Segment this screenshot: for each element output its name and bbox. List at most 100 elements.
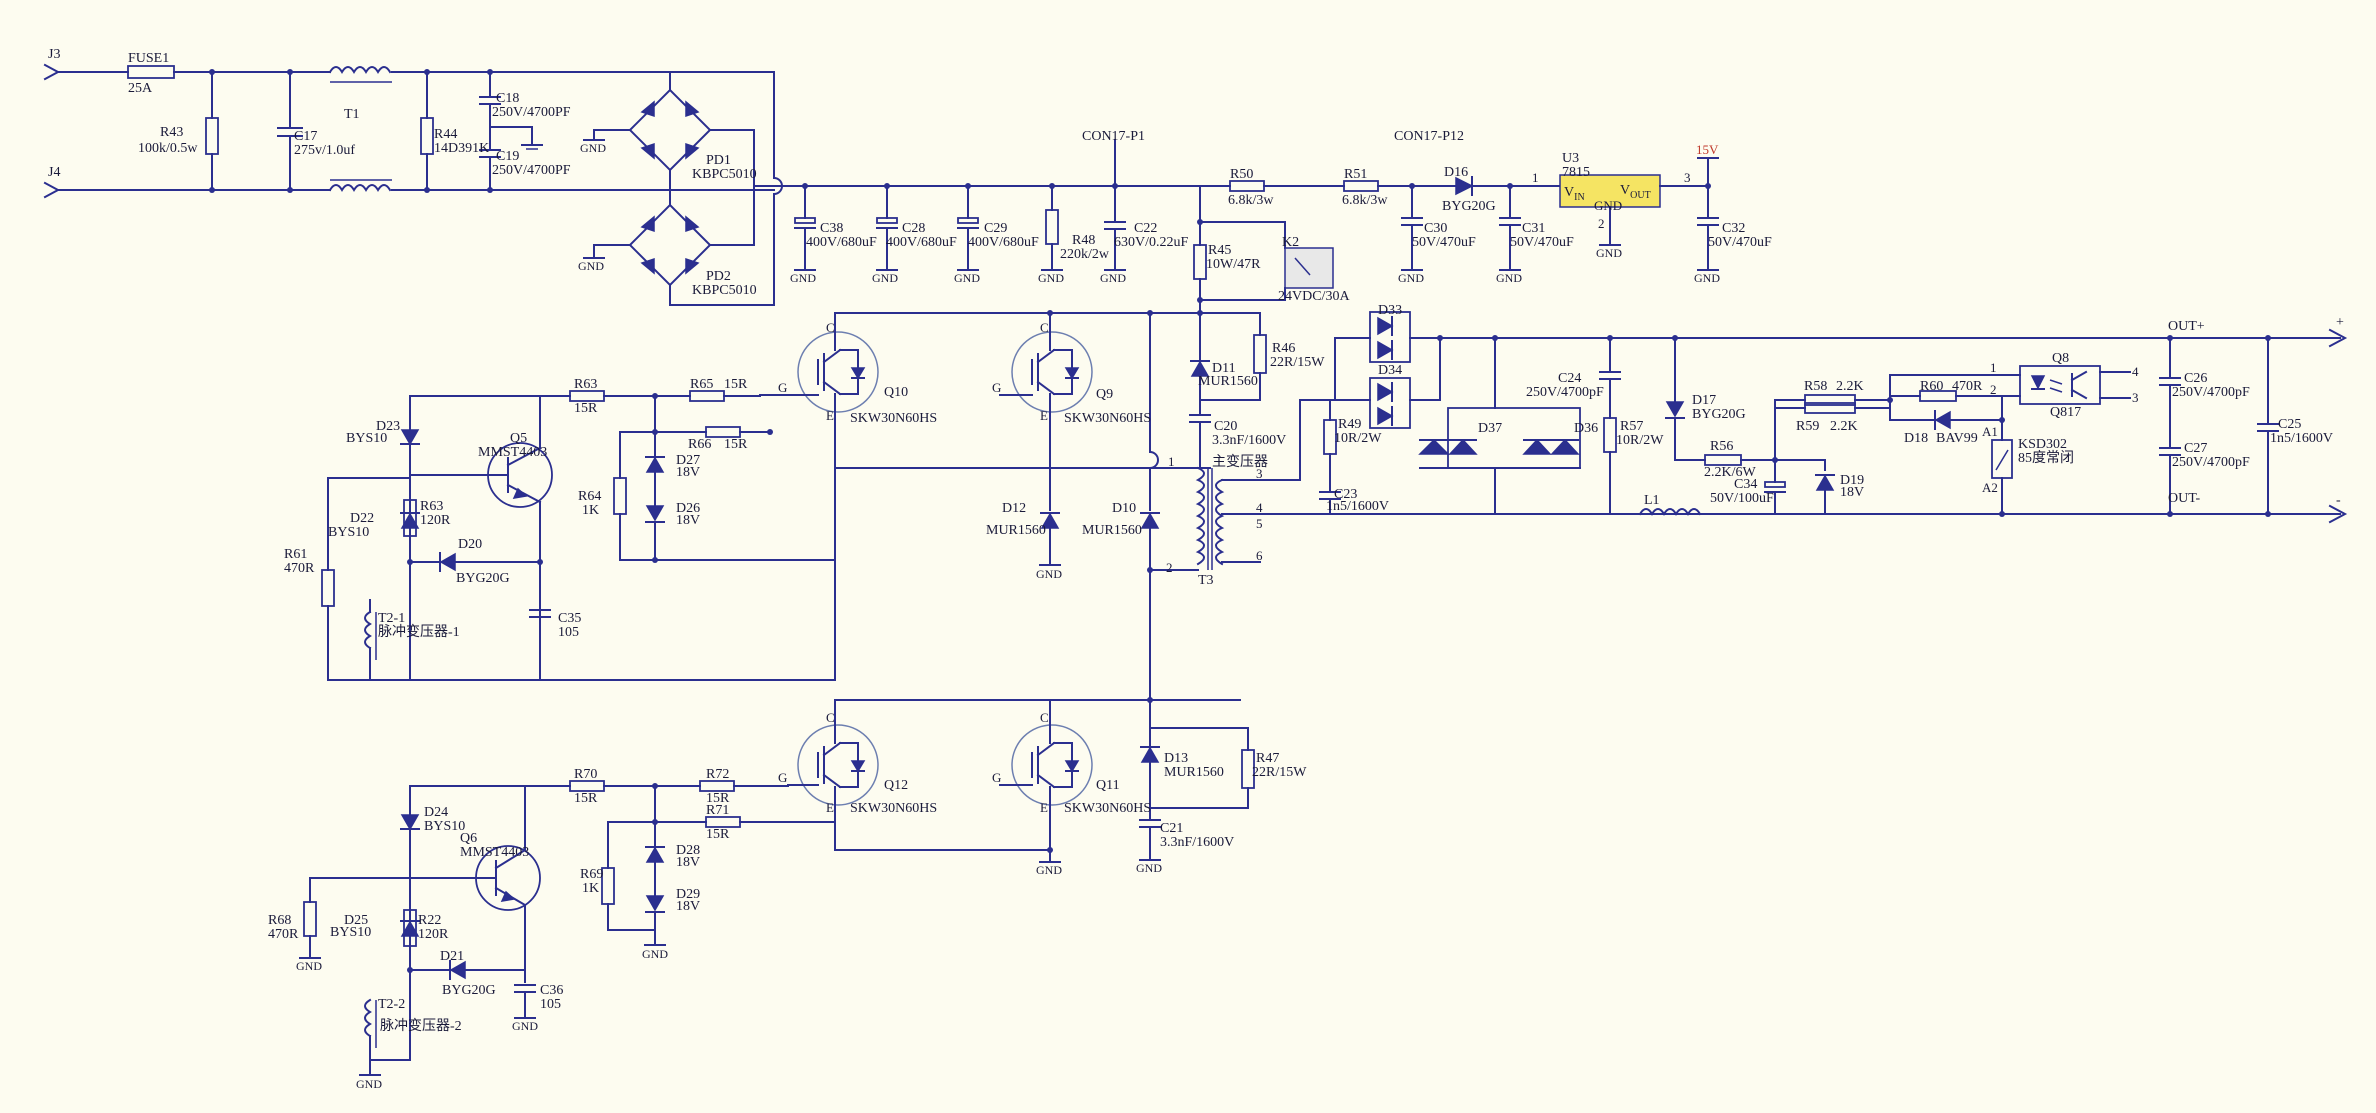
q9-value: SKW30N60HS bbox=[1064, 411, 1151, 426]
c26-ref: C26 bbox=[2184, 371, 2207, 386]
out-plus-label: OUT+ bbox=[2168, 319, 2205, 334]
d10-ref: D10 bbox=[1112, 501, 1136, 516]
q10-ref: Q10 bbox=[884, 385, 908, 400]
c32-value: 50V/470uF bbox=[1708, 235, 1772, 250]
t3-pin4: 4 bbox=[1256, 500, 1263, 515]
dc-bus-section bbox=[753, 139, 1719, 331]
d26-ref: D26 bbox=[676, 501, 700, 516]
q9-c-label: C bbox=[1040, 320, 1049, 335]
r51-value: 6.8k/3w bbox=[1342, 193, 1388, 208]
c21-value: 3.3nF/1600V bbox=[1160, 835, 1234, 850]
r47-ref: R47 bbox=[1256, 751, 1279, 766]
r56-value: 2.2K/6W bbox=[1704, 465, 1757, 480]
q9-e-label: E bbox=[1040, 408, 1048, 423]
t21-ref: T2-1 bbox=[378, 611, 405, 626]
pd1-bridge bbox=[583, 71, 755, 191]
d28-value: 18V bbox=[676, 855, 700, 870]
q8-ref: Q8 bbox=[2052, 351, 2069, 366]
c28-value: 400V/680uF bbox=[886, 235, 957, 250]
r45-value: 10W/47R bbox=[1206, 257, 1261, 272]
c17-ref: C17 bbox=[294, 129, 317, 144]
gnd-label: GND bbox=[1100, 271, 1126, 285]
c24-ref: C24 bbox=[1558, 371, 1581, 386]
q11-ref: Q11 bbox=[1096, 778, 1120, 793]
ksd-value: 85度常闭 bbox=[2018, 450, 2074, 466]
r48-value: 220k/2w bbox=[1060, 247, 1110, 262]
d36-ref: D36 bbox=[1574, 421, 1598, 436]
r69-value: 1K bbox=[582, 881, 599, 896]
d26-value: 18V bbox=[676, 513, 700, 528]
r43-resistor bbox=[205, 117, 219, 155]
t3-name: 主变压器 bbox=[1212, 454, 1268, 470]
c22-value: 630V/0.22uF bbox=[1114, 235, 1189, 250]
vin-label: VIN bbox=[1564, 185, 1585, 203]
t3-pin5: 5 bbox=[1256, 516, 1263, 531]
q11-g-label: G bbox=[992, 770, 1001, 785]
vout-label: VOUT bbox=[1620, 183, 1651, 201]
d33-ref: D33 bbox=[1378, 303, 1402, 318]
d23-ref: D23 bbox=[376, 419, 400, 434]
q12-igbt bbox=[787, 699, 879, 851]
c29-ref: C29 bbox=[984, 221, 1007, 236]
d27-ref: D27 bbox=[676, 453, 700, 468]
q12-ref: Q12 bbox=[884, 778, 908, 793]
r48-ref: R48 bbox=[1072, 233, 1095, 248]
q12-value: SKW30N60HS bbox=[850, 801, 937, 816]
reg-gnd-label: GND bbox=[1594, 198, 1622, 213]
r64-ref: R64 bbox=[578, 489, 601, 504]
r22-value: 120R bbox=[418, 927, 449, 942]
c18-ref: C18 bbox=[496, 91, 519, 106]
c27-value: 250V/4700pF bbox=[2172, 455, 2250, 470]
q8-optocoupler bbox=[2001, 365, 2131, 405]
d24-ref: D24 bbox=[424, 805, 448, 820]
fuse-value: 25A bbox=[128, 81, 153, 96]
r63a-ref: R63 bbox=[574, 377, 597, 392]
c22-ref: C22 bbox=[1134, 221, 1157, 236]
d27-value: 18V bbox=[676, 465, 700, 480]
r65-ref: R65 bbox=[690, 377, 713, 392]
r44-ref: R44 bbox=[434, 127, 457, 142]
q9-g-label: G bbox=[992, 380, 1001, 395]
r68-ref: R68 bbox=[268, 913, 291, 928]
gnd-label: GND bbox=[1694, 271, 1720, 285]
t3-ref: T3 bbox=[1198, 573, 1214, 588]
labels: J3 J4 FUSE1 25A R43 100k/0.5w C17 275v/1… bbox=[48, 47, 2344, 1091]
d29-ref: D29 bbox=[676, 887, 700, 902]
d22-value: BYS10 bbox=[328, 525, 369, 540]
c38-ref: C38 bbox=[820, 221, 843, 236]
gnd-label: GND bbox=[512, 1019, 538, 1033]
pin2-label: 2 bbox=[1598, 216, 1605, 231]
q6-transistor bbox=[409, 785, 541, 983]
q8-value: Q817 bbox=[2050, 405, 2081, 420]
q10-c-label: C bbox=[826, 320, 835, 335]
q12-c-label: C bbox=[826, 710, 835, 725]
q8-pin1: 1 bbox=[1990, 360, 1997, 375]
con17-p1-label: CON17-P1 bbox=[1082, 129, 1145, 144]
c19-ref: C19 bbox=[496, 149, 519, 164]
gnd-label: GND bbox=[580, 141, 606, 155]
q11-e-label: E bbox=[1040, 800, 1048, 815]
c28-ref: C28 bbox=[902, 221, 925, 236]
c31-value: 50V/470uF bbox=[1510, 235, 1574, 250]
gnd-label: GND bbox=[1038, 271, 1064, 285]
r49-value: 10R/2W bbox=[1334, 431, 1382, 446]
gnd-label: GND bbox=[872, 271, 898, 285]
pin3-label: 3 bbox=[1684, 170, 1691, 185]
d37-ref: D37 bbox=[1478, 421, 1502, 436]
r47-value: 22R/15W bbox=[1252, 765, 1307, 780]
c35-value: 105 bbox=[558, 625, 579, 640]
c34-ref: C34 bbox=[1734, 477, 1757, 492]
q12-e-label: E bbox=[826, 800, 834, 815]
gnd-label: GND bbox=[1036, 567, 1062, 581]
r57-value: 10R/2W bbox=[1616, 433, 1664, 448]
gnd-label: GND bbox=[578, 259, 604, 273]
d23-value: BYS10 bbox=[346, 431, 387, 446]
d37-diode-pack bbox=[1447, 407, 1581, 469]
q11-igbt bbox=[999, 699, 1093, 863]
q8-pin3: 3 bbox=[2132, 390, 2139, 405]
q10-g-label: G bbox=[778, 380, 787, 395]
k2-value: 24VDC/30A bbox=[1278, 289, 1350, 304]
d17-value: BYG20G bbox=[1692, 407, 1746, 422]
q9-igbt bbox=[999, 312, 1093, 511]
d13-ref: D13 bbox=[1164, 751, 1188, 766]
